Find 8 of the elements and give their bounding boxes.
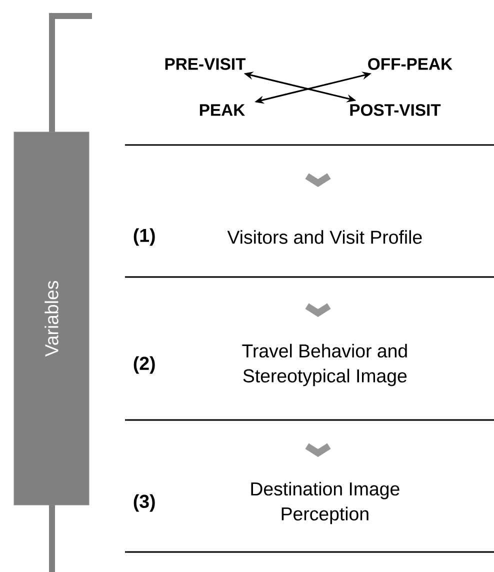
phase-label: OFF-PEAK <box>368 58 452 70</box>
phase-label: PRE-VISIT <box>165 58 246 70</box>
variable-row: (1) Visitors and Visit Profile <box>134 228 422 246</box>
phase-label: PEAK <box>200 104 245 116</box>
variables-bar: Variables <box>14 132 90 506</box>
phase-label: POST-VISIT <box>350 104 441 116</box>
variable-row: (2) Travel Behavior and Stereotypical Image <box>134 344 407 386</box>
variable-row: (3) Destination Image Perception <box>134 482 400 524</box>
